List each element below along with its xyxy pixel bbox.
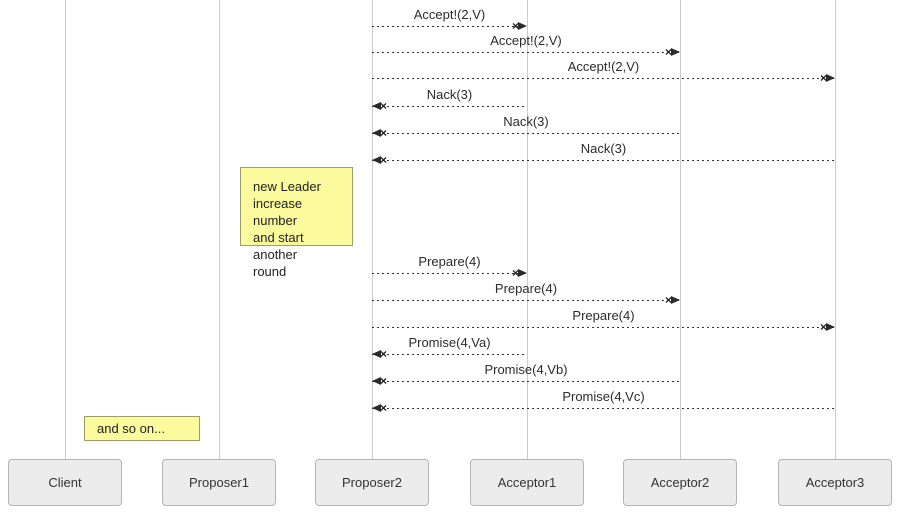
message-line (372, 300, 680, 301)
message-line (372, 106, 527, 107)
note-new-leader: new Leader increase number and start ano… (240, 167, 353, 279)
message-line (372, 78, 835, 79)
actor-label: Proposer2 (342, 475, 402, 490)
lost-cross-icon: × (380, 153, 388, 167)
actor-label: Proposer1 (189, 475, 249, 490)
arrowhead-icon (372, 404, 381, 412)
arrowhead-icon (372, 377, 381, 385)
message-label: Promise(4,Vb) (484, 362, 568, 377)
arrowhead-icon (671, 296, 680, 304)
message-label: Prepare(4) (494, 281, 558, 296)
actor-proposer2: Proposer2 (315, 459, 429, 506)
actor-label: Acceptor3 (805, 475, 865, 490)
arrowhead-icon (372, 156, 381, 164)
actor-label: Client (48, 475, 82, 490)
lost-cross-icon: × (664, 45, 672, 59)
lost-cross-icon: × (380, 347, 388, 361)
message-label: Promise(4,Va) (408, 335, 491, 350)
message-line (372, 381, 680, 382)
message-line (372, 273, 527, 274)
message-label: Promise(4,Vc) (562, 389, 645, 404)
actor-acceptor3: Acceptor3 (778, 459, 892, 506)
note-line: and start another (253, 230, 304, 262)
arrowhead-icon (372, 129, 381, 137)
lifeline-proposer1 (219, 0, 220, 459)
lost-cross-icon: × (511, 19, 519, 33)
note-line: increase number (253, 196, 303, 228)
arrowhead-icon (372, 102, 381, 110)
lifeline-acceptor1 (527, 0, 528, 459)
lifeline-proposer2 (372, 0, 373, 459)
message-line (372, 160, 835, 161)
arrowhead-icon (826, 74, 835, 82)
message-label: Nack(3) (426, 87, 473, 102)
actor-label: Acceptor2 (650, 475, 710, 490)
message-line (372, 133, 680, 134)
lost-cross-icon: × (511, 266, 519, 280)
message-line (372, 408, 835, 409)
lifeline-acceptor2 (680, 0, 681, 459)
message-label: Nack(3) (503, 114, 549, 129)
lost-cross-icon: × (380, 126, 388, 140)
actor-label: Acceptor1 (497, 475, 557, 490)
message-label: Prepare(4) (418, 254, 481, 269)
arrowhead-icon (826, 323, 835, 331)
lost-cross-icon: × (380, 99, 388, 113)
lost-cross-icon: × (380, 401, 388, 415)
message-line (372, 26, 527, 27)
lifeline-acceptor3 (835, 0, 836, 459)
lost-cross-icon: × (664, 293, 672, 307)
message-label: Nack(3) (580, 141, 627, 156)
message-label: Prepare(4) (572, 308, 635, 323)
message-label: Accept!(2,V) (490, 33, 562, 48)
message-line (372, 327, 835, 328)
lost-cross-icon: × (819, 320, 827, 334)
note-line: new Leader (253, 179, 321, 194)
lost-cross-icon: × (819, 71, 827, 85)
actor-acceptor1: Acceptor1 (470, 459, 584, 506)
lifeline-client (65, 0, 66, 459)
actor-acceptor2: Acceptor2 (623, 459, 737, 506)
message-line (372, 52, 680, 53)
arrowhead-icon (518, 269, 527, 277)
message-line (372, 354, 527, 355)
note-and-so-on: and so on... (84, 416, 200, 441)
message-label: Accept!(2,V) (413, 7, 486, 22)
note-line: round (253, 264, 287, 279)
lost-cross-icon: × (380, 374, 388, 388)
note-line: and so on... (97, 421, 165, 436)
actor-client: Client (8, 459, 122, 506)
arrowhead-icon (518, 22, 527, 30)
message-label: Accept!(2,V) (567, 59, 640, 74)
actor-proposer1: Proposer1 (162, 459, 276, 506)
arrowhead-icon (671, 48, 680, 56)
arrowhead-icon (372, 350, 381, 358)
